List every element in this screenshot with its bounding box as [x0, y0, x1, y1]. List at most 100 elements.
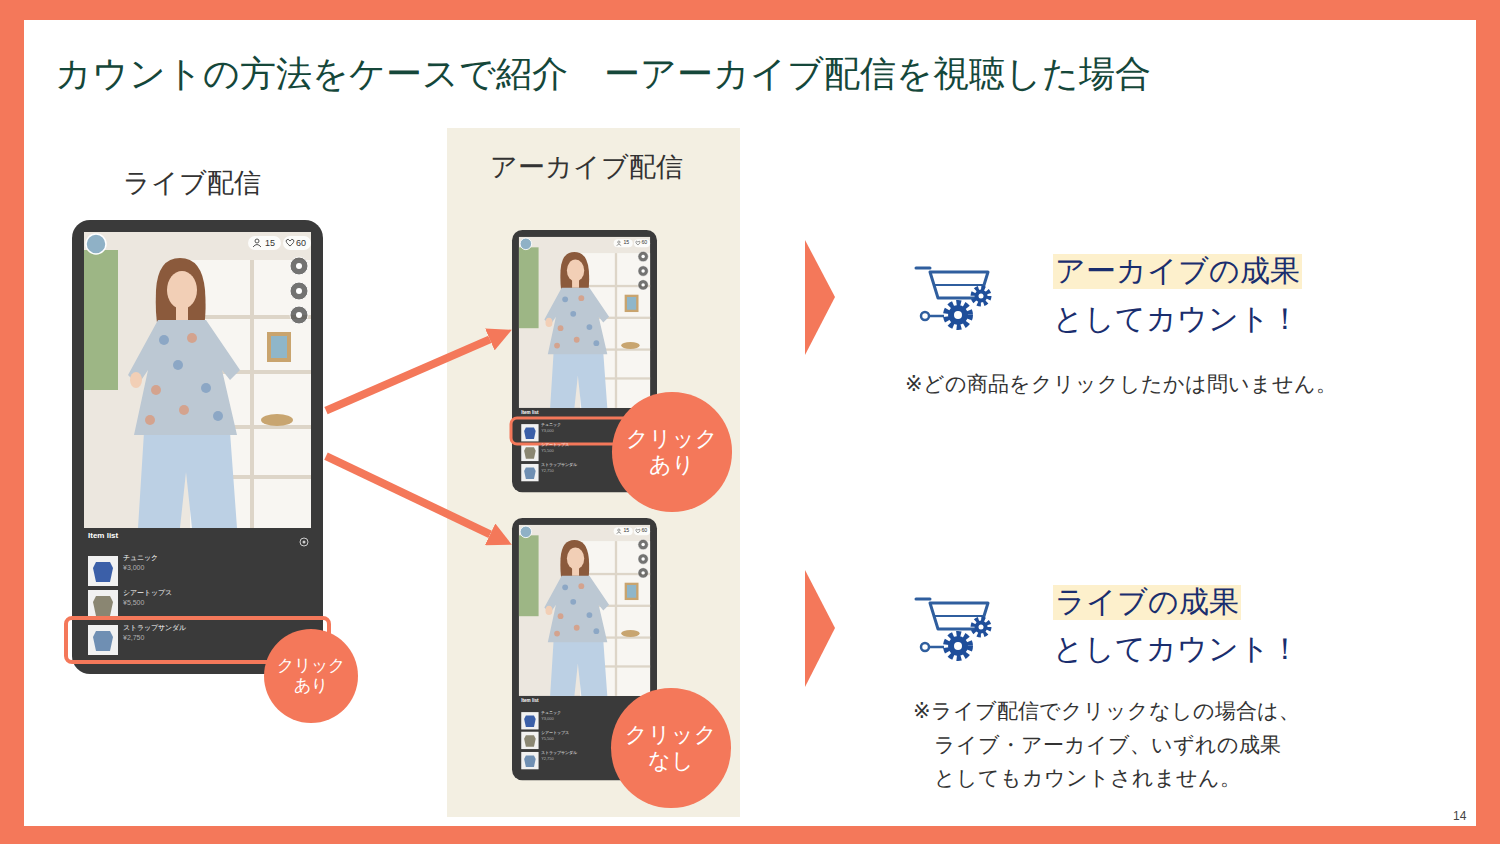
item-price: ¥3,000 [541, 717, 553, 722]
side-button [290, 282, 308, 300]
gear [975, 621, 988, 634]
side-button [638, 539, 648, 549]
like-count: 60 [296, 238, 306, 248]
blouse [544, 288, 609, 354]
plant [519, 247, 539, 328]
blouse-pattern [574, 337, 580, 343]
phone-frame [72, 220, 323, 674]
gear-teeth [946, 634, 970, 658]
like-count: 60 [641, 240, 647, 246]
avatar [520, 526, 532, 538]
slide-panel [24, 20, 1476, 826]
phone-screen: ライブ配信1560Item listチュニック¥3,000シアートップス¥5,5… [72, 220, 323, 674]
item-price: ¥3,000 [541, 429, 553, 434]
item-thumbnail [88, 590, 118, 620]
connector-arrow [326, 339, 490, 410]
screen-backdrop [519, 237, 650, 408]
item-name: シアートップス [123, 589, 172, 597]
item-thumbnail [521, 424, 538, 441]
blouse-pattern [145, 415, 155, 425]
side-button [290, 257, 308, 275]
gear-hole [979, 294, 984, 299]
side-button [638, 251, 648, 261]
item-picture [524, 467, 536, 479]
side-button-glyph [641, 571, 644, 574]
item-name: ストラップサンダル [541, 463, 577, 468]
neck [176, 306, 188, 320]
straw-hat [621, 630, 639, 637]
jeans [550, 352, 607, 407]
side-button-glyph [641, 255, 644, 258]
item-name: シアートップス [541, 731, 569, 736]
straw-hat [261, 414, 293, 426]
gear-hole [979, 625, 984, 630]
gear-teeth [946, 303, 970, 327]
viewer-count: 15 [623, 528, 629, 534]
result-text: としてカウント！ [1053, 302, 1300, 337]
screen-backdrop [84, 232, 311, 528]
avatar [86, 234, 106, 254]
page-number: 14 [1453, 810, 1466, 824]
gear-hole [954, 311, 962, 319]
hand [546, 318, 553, 327]
blouse-pattern [558, 325, 564, 331]
item-price: ¥2,750 [541, 469, 553, 474]
shelf-divider [615, 541, 617, 696]
viewer-count: 15 [265, 238, 275, 248]
cart-icon [916, 599, 989, 658]
hand [546, 606, 553, 615]
item-price: ¥2,750 [541, 757, 553, 762]
click-badge-text: クリック あり [272, 656, 350, 697]
side-button [290, 306, 308, 324]
plant [519, 535, 539, 616]
section-heading: ライブ配信 [123, 168, 261, 199]
plant [84, 250, 118, 390]
item-picture [524, 716, 536, 728]
picture-frame [267, 332, 291, 362]
straw-hat [621, 342, 639, 349]
item-picture [93, 631, 113, 651]
blouse-pattern [213, 411, 223, 421]
item-thumbnail [521, 444, 538, 461]
blouse [128, 320, 240, 435]
connector-arrow [326, 456, 490, 534]
blouse-pattern [570, 599, 576, 605]
jeans [550, 640, 607, 695]
cart-rail [934, 284, 984, 286]
cart-axle [929, 646, 944, 649]
blouse-pattern [593, 340, 599, 346]
result-text: としてカウント！ [1053, 632, 1300, 667]
item-price: ¥5,500 [541, 737, 553, 742]
picture-frame [625, 295, 639, 312]
gear-teeth [973, 619, 989, 635]
list-heading: Item list [88, 531, 118, 540]
hand [130, 372, 142, 388]
result-heading: ライブの成果 [1053, 585, 1241, 620]
blouse-pattern [554, 631, 560, 637]
face [567, 547, 584, 569]
blouse-pattern [151, 385, 161, 395]
list-toggle-dot [303, 541, 306, 544]
cart-icon [916, 268, 989, 327]
person-icon [617, 532, 622, 533]
person-icon [253, 245, 261, 248]
count-pill [614, 239, 633, 247]
cart-wheel [921, 643, 929, 651]
side-button [638, 554, 648, 564]
screen-backdrop [519, 525, 650, 696]
blouse-pattern [179, 405, 189, 415]
cart-wheel [921, 312, 929, 320]
item-picture [524, 447, 536, 459]
item-name: ストラップサンダル [123, 624, 186, 632]
cart-handle [916, 598, 930, 601]
side-button-glyph [296, 312, 302, 318]
picture [627, 297, 636, 310]
blouse-pattern [578, 583, 584, 589]
item-name: シアートップス [541, 443, 569, 448]
archive-band: 1560Item listチュニック¥3,000シアートップス¥5,500ストラ… [447, 128, 740, 817]
count-pill [614, 527, 633, 535]
side-button-glyph [641, 557, 644, 560]
gear [975, 290, 988, 303]
